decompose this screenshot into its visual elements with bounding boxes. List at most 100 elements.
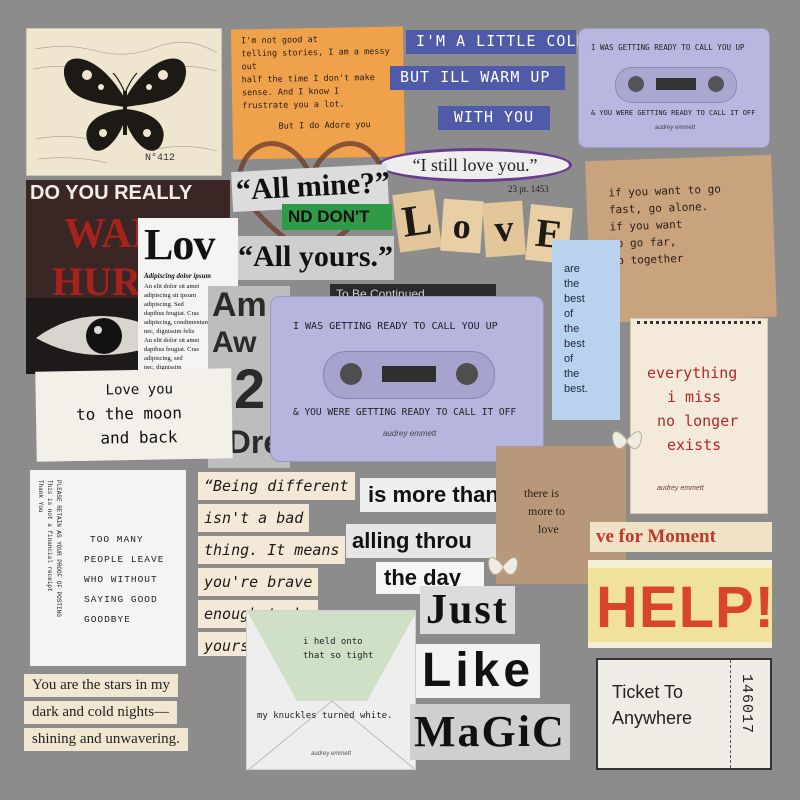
best-note-line: the — [564, 368, 580, 380]
green-strip: ND DON'T — [282, 204, 392, 230]
magic-cutout: MaGiC — [410, 704, 570, 760]
best-of-the-best-note: are the best of the best of the best. — [552, 240, 620, 420]
notepad-line: i miss — [667, 388, 722, 406]
moon-note-line: Love you — [105, 381, 174, 399]
newspaper-body: An elit dolor sit amet adipiscing sit ip… — [144, 282, 232, 372]
postcard-number: N°412 — [145, 153, 176, 164]
receipt-line: SAYING GOOD — [84, 594, 158, 605]
moon-note-line: to the moon — [75, 403, 183, 425]
newspaper-body-line: nec, dignissim — [144, 364, 182, 371]
help-sticker: HELP! — [588, 560, 772, 648]
receipt-vertical-line: This is not a financial receipt — [46, 480, 53, 592]
just-cutout: Just — [420, 586, 515, 634]
notepad-line: no longer — [657, 412, 739, 430]
newspaper-body-line: adipiscing. Sed — [144, 301, 184, 308]
receipt-text: TOO MANY PEOPLE LEAVE WHO WITHOUT SAYING… — [84, 530, 164, 630]
love-tile-v: v — [482, 200, 526, 258]
newspaper-headline: Lov — [144, 220, 215, 269]
newspaper-body-line: adipiscing, sed — [144, 355, 183, 362]
collage-letters-aw: Aw — [212, 326, 257, 359]
blue-strip-2: BUT ILL WARM UP — [390, 66, 565, 90]
small-cassette-signature: audrey emmett — [655, 125, 696, 131]
newspaper-body-line: adipiscing, condimentum — [144, 319, 210, 326]
more-love-line: there is — [524, 486, 559, 500]
best-note-line: of — [564, 353, 574, 365]
small-cassette-bottom-text: & YOU WERE GETTING READY TO CALL IT OFF — [591, 109, 756, 117]
blue-strip-3: WITH YOU — [438, 106, 550, 130]
still-love-you-sticker: “I still love you.” — [378, 148, 572, 182]
small-cassette-top-text: I WAS GETTING READY TO CALL YOU UP — [591, 43, 745, 52]
orange-note-line: frustrate you a lot. — [242, 99, 345, 112]
envelope-line-3: my knuckles turned white. — [257, 711, 393, 721]
big-cassette-bottom-text: & YOU WERE GETTING READY TO CALL IT OFF — [293, 407, 517, 418]
envelope-signature: audrey emmett — [311, 751, 352, 757]
receipt-vertical-line: PLEASE RETAIN AS YOUR PROOF OF POSTING — [55, 480, 62, 617]
help-text: HELP! — [596, 575, 772, 640]
butterfly-icon — [32, 41, 218, 164]
quote-line: you're brave — [198, 568, 319, 596]
notepad-signature: audrey emmett — [657, 485, 704, 492]
newspaper-body-line: dapibus feugiat. Cras — [144, 310, 200, 317]
love-tiles-sticker: L o v E 23 pt. 1453 — [392, 180, 580, 276]
notepad-line: exists — [667, 436, 722, 454]
notepad-line: everything — [647, 364, 738, 382]
orange-note-line: telling stories, I am a messy out — [241, 46, 390, 73]
all-yours-cutout: “All yours.” — [234, 236, 394, 280]
stars-quote-line: You are the stars in my — [24, 674, 179, 697]
envelope-line-2: that so tight — [303, 651, 374, 661]
moth-icon — [488, 557, 518, 575]
receipt-line: TOO MANY — [90, 534, 144, 545]
moon-note-line: and back — [100, 427, 178, 448]
moth-icon — [612, 431, 642, 449]
big-cassette-signature: audrey emmett — [383, 429, 437, 438]
big-cassette-window — [323, 351, 495, 399]
stars-quote-line: dark and cold nights— — [24, 701, 178, 724]
big-cassette-tape-window — [382, 366, 436, 382]
still-love-you-text: “I still love you.” — [412, 155, 538, 175]
collage-letters-am: Am — [212, 286, 267, 324]
best-note-line: are — [564, 263, 580, 275]
big-cassette-top-text: I WAS GETTING READY TO CALL YOU UP — [293, 321, 498, 332]
best-note-line: best — [564, 338, 585, 350]
love-you-moon-note: Love you to the moon and back — [35, 368, 233, 462]
receipt-sticker: PLEASE RETAIN AS YOUR PROOF OF POSTING T… — [30, 470, 186, 666]
receipt-line: PEOPLE LEAVE — [84, 554, 165, 565]
small-cassette-sticker: I WAS GETTING READY TO CALL YOU UP & YOU… — [578, 28, 770, 148]
quote-line: “Being different — [198, 472, 355, 500]
newspaper-body-line: An elit dolor sit amet — [144, 337, 200, 344]
best-note-line: of — [564, 308, 574, 320]
newspaper-body-line: dapibus feugiat. Cras — [144, 346, 200, 353]
stars-quote-line: shining and unwavering. — [24, 728, 188, 751]
orange-note-line: half the time I don't make — [241, 73, 375, 86]
more-love-line: more to — [528, 504, 565, 518]
best-note-line: best. — [564, 383, 588, 395]
receipt-vertical-text: PLEASE RETAIN AS YOUR PROOF OF POSTING T… — [36, 480, 63, 630]
collage-letters-two: 2 — [234, 357, 266, 420]
ticket-sticker: Ticket To Anywhere 146017 — [596, 658, 772, 770]
notepad-text: everything i miss no longer exists — [647, 361, 738, 457]
love-tiles-caption: 23 pt. 1453 — [508, 184, 549, 194]
ticket-line-1: Ticket To — [612, 682, 684, 702]
best-note-line: the — [564, 323, 580, 335]
notepad-spiral — [637, 321, 761, 332]
is-more-than-cutout: is more than — [360, 478, 510, 512]
envelope-sticker: i held onto that so tight my knuckles tu… — [246, 610, 416, 770]
receipt-vertical-line: Thank You — [37, 480, 44, 513]
like-cutout: Like — [416, 644, 541, 698]
receipt-line: GOODBYE — [84, 614, 131, 625]
ticket-divider — [730, 660, 731, 768]
magazine-line-1: DO YOU REALLY — [30, 182, 193, 204]
love-tile-l: L — [392, 189, 442, 253]
receipt-line: WHO WITHOUT — [84, 574, 158, 585]
newspaper-body-line: An elit dolor sit amet — [144, 283, 200, 290]
envelope-line-1: i held onto — [303, 637, 363, 647]
big-cassette-reel-right — [456, 363, 478, 385]
small-cassette-tape-window — [656, 78, 696, 90]
more-love-line: love — [538, 522, 559, 536]
big-cassette-reel-left — [340, 363, 362, 385]
newspaper-body-line: adipiscing sit ipsum — [144, 292, 196, 299]
spiral-notepad-sticker: everything i miss no longer exists audre… — [630, 318, 768, 514]
falling-through-cutout: alling throu — [346, 524, 500, 558]
small-cassette-reel-right — [708, 76, 724, 92]
just-like-magic-sticker: Just Like MaGiC — [408, 586, 598, 772]
